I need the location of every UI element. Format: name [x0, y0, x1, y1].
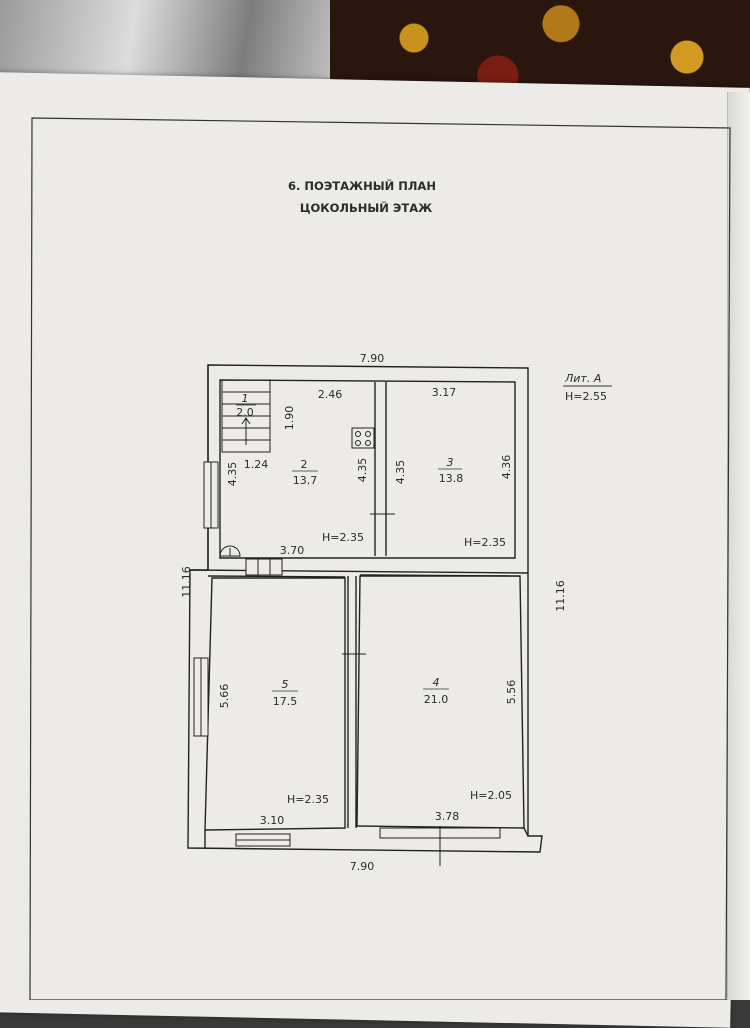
dim-room5-bottom: 3.10 [260, 814, 285, 827]
dim-corridor: 3.70 [280, 544, 305, 557]
staircase [221, 379, 271, 453]
svg-text:21.0: 21.0 [424, 693, 449, 706]
dim-room3-top: 3.17 [432, 386, 457, 399]
room-5-height: H=2.35 [287, 793, 329, 806]
dim-room3-right: 4.36 [500, 455, 513, 480]
room-4-height: H=2.05 [470, 789, 512, 802]
svg-text:4: 4 [433, 676, 440, 689]
room-3-label: 3 13.8 H=2.35 [438, 456, 506, 549]
room-5-label: 5 17.5 H=2.35 [272, 678, 329, 806]
svg-text:3: 3 [447, 456, 454, 469]
dim-stair-right: 1.90 [283, 406, 296, 431]
heading-line-1: 6. ПОЭТАЖНЫЙ ПЛАН [288, 178, 436, 193]
dim-room4-right: 5.56 [505, 680, 518, 705]
dim-right-overall: 11.16 [554, 580, 567, 612]
legend-height: H=2.55 [565, 390, 607, 403]
stove-icon [351, 427, 375, 449]
svg-text:1: 1 [242, 392, 249, 405]
building-walls [187, 364, 543, 853]
svg-text:13.8: 13.8 [439, 472, 464, 485]
svg-text:13.7: 13.7 [293, 474, 318, 487]
dim-top-overall: 7.90 [360, 352, 385, 365]
svg-text:2: 2 [301, 458, 308, 471]
dim-room4-bottom: 3.78 [435, 810, 460, 823]
room-4-label: 4 21.0 H=2.05 [423, 676, 512, 802]
dim-room3-left: 4.35 [394, 460, 407, 485]
legend-lit: Лит. А [564, 372, 601, 385]
page-frame [29, 117, 731, 1000]
room-2-height: H=2.35 [322, 531, 364, 544]
dim-room5-left: 5.66 [218, 684, 231, 709]
heading-line-2: ЦОКОЛЬНЫЙ ЭТАЖ [300, 200, 432, 215]
room-2-label: 2 13.7 H=2.35 [292, 458, 364, 544]
dim-stair-bottom: 1.24 [244, 458, 269, 471]
dim-bottom-overall: 7.90 [350, 860, 375, 873]
svg-text:5: 5 [282, 678, 289, 691]
svg-text:2.0: 2.0 [236, 406, 254, 419]
doors [219, 513, 441, 866]
room-3-height: H=2.35 [464, 536, 506, 549]
dim-left-overall: 11.16 [180, 566, 193, 598]
room-1-label: 1 2.0 [236, 392, 256, 419]
svg-text:17.5: 17.5 [273, 695, 298, 708]
floor-plan-drawing: 6. ПОЭТАЖНЫЙ ПЛАН ЦОКОЛЬНЫЙ ЭТАЖ Лит. А … [29, 117, 731, 1000]
background-carpet [330, 0, 750, 95]
dim-room2-left: 4.35 [226, 462, 239, 487]
dim-room2-right: 4.35 [356, 458, 369, 483]
dim-room2-top: 2.46 [318, 388, 343, 401]
